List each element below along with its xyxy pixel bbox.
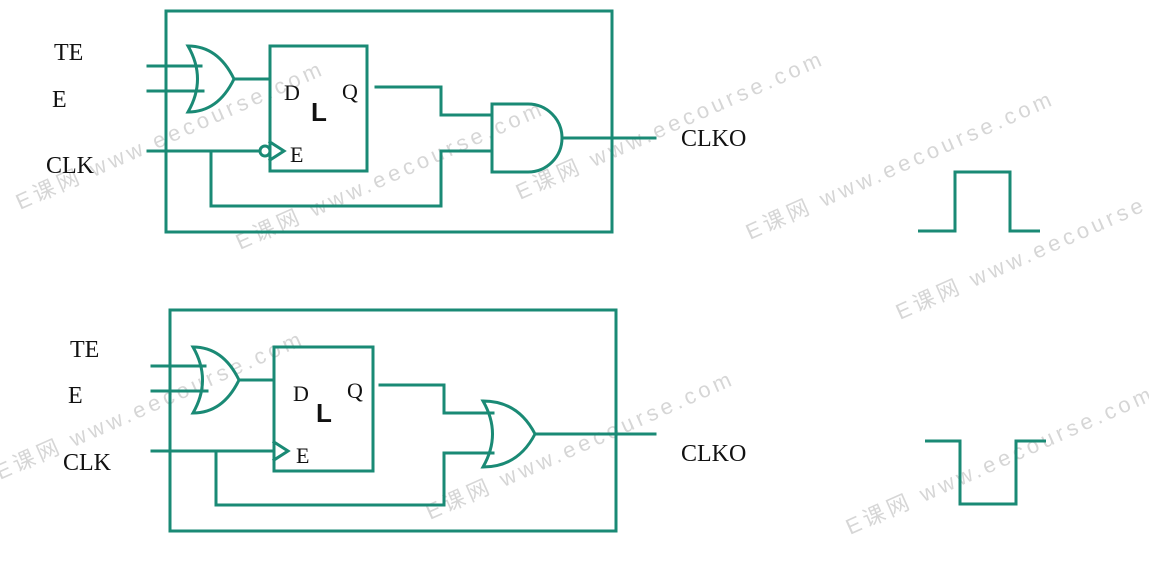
- or-gate: [185, 44, 236, 114]
- label-clk: CLK: [63, 450, 112, 476]
- watermark-text: E课网 www.eecourse.com: [892, 165, 1149, 324]
- circuit-bottom: [150, 308, 657, 533]
- pin-q: Q: [347, 378, 363, 403]
- watermark-layer: E课网 www.eecourse.com E课网 www.eecourse.co…: [0, 45, 1149, 539]
- outer-box: [168, 308, 618, 533]
- or-gate: [190, 345, 241, 415]
- circuit-bottom-labels: TE E CLK D Q L E CLKO: [63, 337, 746, 476]
- pin-q: Q: [342, 79, 358, 104]
- label-e: E: [68, 383, 83, 409]
- label-te: TE: [54, 40, 83, 66]
- label-clk: CLK: [46, 153, 95, 179]
- wire-clk-feedback: [209, 149, 494, 208]
- watermark-text: E课网 www.eecourse.com: [842, 380, 1149, 539]
- circuit-top: [146, 9, 657, 234]
- watermark-text: E课网 www.eecourse.com: [12, 55, 329, 214]
- pin-d: D: [284, 80, 300, 105]
- latch-name: L: [311, 97, 327, 127]
- latch-name: L: [316, 398, 332, 428]
- wire-clk-feedback: [214, 449, 495, 507]
- label-clko: CLKO: [681, 126, 746, 152]
- waveform-high-pulse: [918, 170, 1040, 233]
- outer-box: [164, 9, 614, 234]
- label-e: E: [52, 87, 67, 113]
- or-gate-output: [480, 399, 537, 469]
- label-clko: CLKO: [681, 441, 746, 467]
- latch-box: [272, 345, 375, 473]
- circuit-top-labels: TE E CLK D Q L E CLKO: [46, 40, 746, 179]
- pin-e: E: [296, 443, 309, 468]
- wire-q: [374, 85, 494, 117]
- label-te: TE: [70, 337, 99, 363]
- wire-q: [378, 383, 495, 415]
- and-gate: [490, 102, 564, 174]
- clock-triangle: [271, 439, 291, 463]
- pin-d: D: [293, 381, 309, 406]
- waveform-low-pulse: [925, 439, 1046, 506]
- pin-e: E: [290, 142, 303, 167]
- latch-box: [268, 44, 369, 173]
- watermark-text: E课网 www.eecourse.com: [0, 325, 309, 484]
- clock-triangle: [267, 139, 287, 163]
